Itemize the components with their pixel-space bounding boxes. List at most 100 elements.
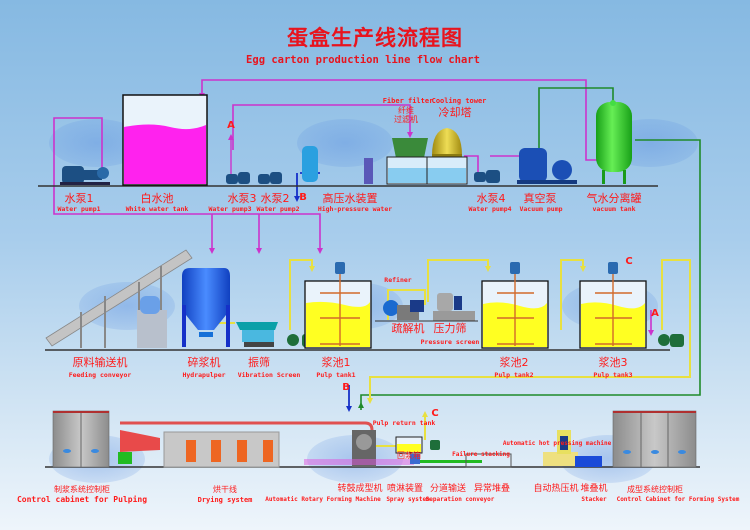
- pipe-tank2-to-tank3: [560, 259, 584, 330]
- control-cabinet-pulping: [52, 410, 110, 468]
- label-vacuum-pump-cn: 真空泵: [523, 192, 557, 205]
- label-water-pump-2-cn: 水泵2: [260, 192, 290, 205]
- spray-and-separation-conveyor: [304, 454, 482, 465]
- label-fiber-filter-cn-1: 纤维: [398, 106, 414, 115]
- label-pulp-tank-1-en: Pulp tank1: [316, 371, 356, 379]
- water-pump-3: [226, 172, 250, 184]
- label-drying-system-en: Drying system: [197, 496, 253, 504]
- label-water-pump-4-en: Water pump4: [468, 205, 512, 213]
- connector-label-b: B: [299, 192, 307, 203]
- connector-label-a: A: [227, 120, 235, 131]
- label-cabinet-pulping-cn: 制浆系统控制柜: [54, 485, 110, 494]
- white-water-pipes: [53, 79, 652, 332]
- pipe-vac-top: [538, 87, 614, 150]
- label-refiner-en: Refiner: [384, 276, 412, 284]
- label-failure-stacking-en: Failure stacking: [452, 451, 510, 458]
- label-rotary-forming-cn: 转鼓成型机: [337, 484, 383, 494]
- pipe-vac-down: [360, 139, 701, 410]
- label-water-pump-3-en: Water pump3: [208, 205, 252, 213]
- label-fiber-filter-en: Fiber filter: [382, 97, 434, 105]
- white-water-tank: [122, 94, 208, 186]
- feeding-conveyor: [45, 249, 193, 348]
- high-pressure-water-unit: [302, 146, 373, 184]
- label-feeding-conveyor-en: Feeding conveyor: [68, 371, 132, 379]
- label-pressure-screen-cn: 压力筛: [433, 322, 467, 335]
- hot-press-machine: [543, 430, 578, 466]
- label-stacker-en: Stacker: [581, 496, 607, 503]
- label-feeding-conveyor-cn: 原料输送机: [72, 356, 128, 369]
- refiner: [383, 300, 424, 320]
- water-pump-2: [258, 172, 282, 184]
- pipe-pump1-loop: [53, 117, 321, 250]
- label-cabinet-forming-en: Control Cabinet for Forming System: [616, 496, 740, 503]
- water-pump-1: [60, 166, 110, 185]
- control-cabinet-forming: [612, 410, 697, 468]
- label-separation-conveyor-cn: 分道输送: [429, 484, 467, 494]
- label-high-pressure-cn: 高压水装置: [322, 192, 378, 205]
- label-spray-system-cn: 喷淋装置: [386, 484, 424, 494]
- label-cabinet-pulping-en: Control cabinet for Pulping: [16, 495, 148, 504]
- label-water-pump-3-cn: 水泵3: [227, 192, 257, 205]
- label-white-water-tank-cn: 白水池: [140, 192, 174, 205]
- pulp-tank-1: [304, 262, 372, 349]
- failure-stacking: [465, 453, 512, 468]
- label-separation-conveyor-en: Separation conveyor: [425, 496, 495, 503]
- pulp-tank-3: [579, 262, 647, 349]
- label-high-pressure-en: High-pressure water: [317, 205, 393, 213]
- label-refiner-cn: 疏解机: [391, 322, 425, 335]
- label-hot-press-cn: 自动热压机: [533, 484, 579, 494]
- label-vibration-screen-cn: 振筛: [248, 356, 270, 369]
- pulp-pump-3: [658, 334, 684, 347]
- label-hydrapulper-cn: 碎浆机: [187, 356, 221, 369]
- pipe-filter-to-tank: [232, 104, 411, 150]
- label-cabinet-forming-cn: 成型系统控制柜: [627, 485, 683, 494]
- label-pulp-return-tank-en: Pulp return tank: [372, 419, 436, 427]
- label-water-pump-1-en: Water pump1: [57, 205, 101, 213]
- label-pulp-tank-2-en: Pulp tank2: [494, 371, 534, 379]
- label-vacuum-tank-cn: 气水分离罐: [586, 192, 642, 205]
- pipe-screen-to-tank2: [427, 259, 489, 302]
- drying-line: [118, 421, 374, 468]
- label-pulp-return-tank-cn: 回浆箱: [397, 451, 421, 460]
- label-vacuum-tank-en: vacuum tank: [592, 205, 636, 213]
- label-pulp-tank-1-cn: 浆池1: [321, 356, 351, 369]
- label-spray-system-en: Spray system: [386, 496, 430, 503]
- stacker: [575, 456, 602, 467]
- pipe-screen-to-pump: [289, 259, 313, 330]
- label-cooling-tower-cn: 冷却塔: [438, 106, 472, 119]
- pipe-return-top: [201, 79, 600, 161]
- connector-label-c: C: [625, 256, 633, 267]
- label-hot-press-en: Automatic hot pressing machine: [502, 440, 612, 447]
- label-drying-system-cn: 烘干线: [213, 485, 237, 494]
- connector-label-b: B: [342, 382, 350, 393]
- label-water-pump-4-cn: 水泵4: [476, 192, 506, 205]
- label-cooling-tower-en: Cooling tower: [431, 97, 487, 105]
- arrowhead-green: [358, 402, 364, 408]
- pressure-screen: [433, 293, 475, 321]
- label-stacker-cn: 堆叠机: [580, 484, 608, 494]
- vibration-screen: [236, 322, 278, 347]
- label-pressure-screen-en: Pressure screen: [420, 338, 480, 346]
- label-pulp-tank-3-cn: 浆池3: [598, 356, 628, 369]
- pulp-return-tank: [395, 436, 440, 454]
- label-vibration-screen-en: Vibration Screen: [237, 371, 301, 379]
- connector-label-c: C: [431, 408, 439, 419]
- chart-title-chinese: 蛋盒生产线流程图: [287, 26, 463, 50]
- label-water-pump-2-en: Water pump2: [256, 205, 300, 213]
- label-water-pump-1-cn: 水泵1: [64, 192, 94, 205]
- label-vacuum-pump-en: Vacuum pump: [519, 205, 563, 213]
- label-pulp-tank-2-cn: 浆池2: [499, 356, 529, 369]
- vacuum-pump: [517, 148, 577, 184]
- watermark-logo: [49, 119, 145, 167]
- connector-label-a: A: [651, 308, 659, 319]
- chart-title-english: Egg carton production line flow chart: [246, 54, 480, 66]
- vacuum-separation-tank: [596, 100, 632, 184]
- watermark-logo: [297, 119, 393, 167]
- label-fiber-filter-cn-2: 过滤机: [394, 115, 418, 124]
- pipe-tank3-loop: [369, 259, 691, 400]
- hydrapulper: [182, 268, 230, 347]
- cooling-tower: [432, 128, 462, 160]
- pipe-pump4: [464, 155, 479, 172]
